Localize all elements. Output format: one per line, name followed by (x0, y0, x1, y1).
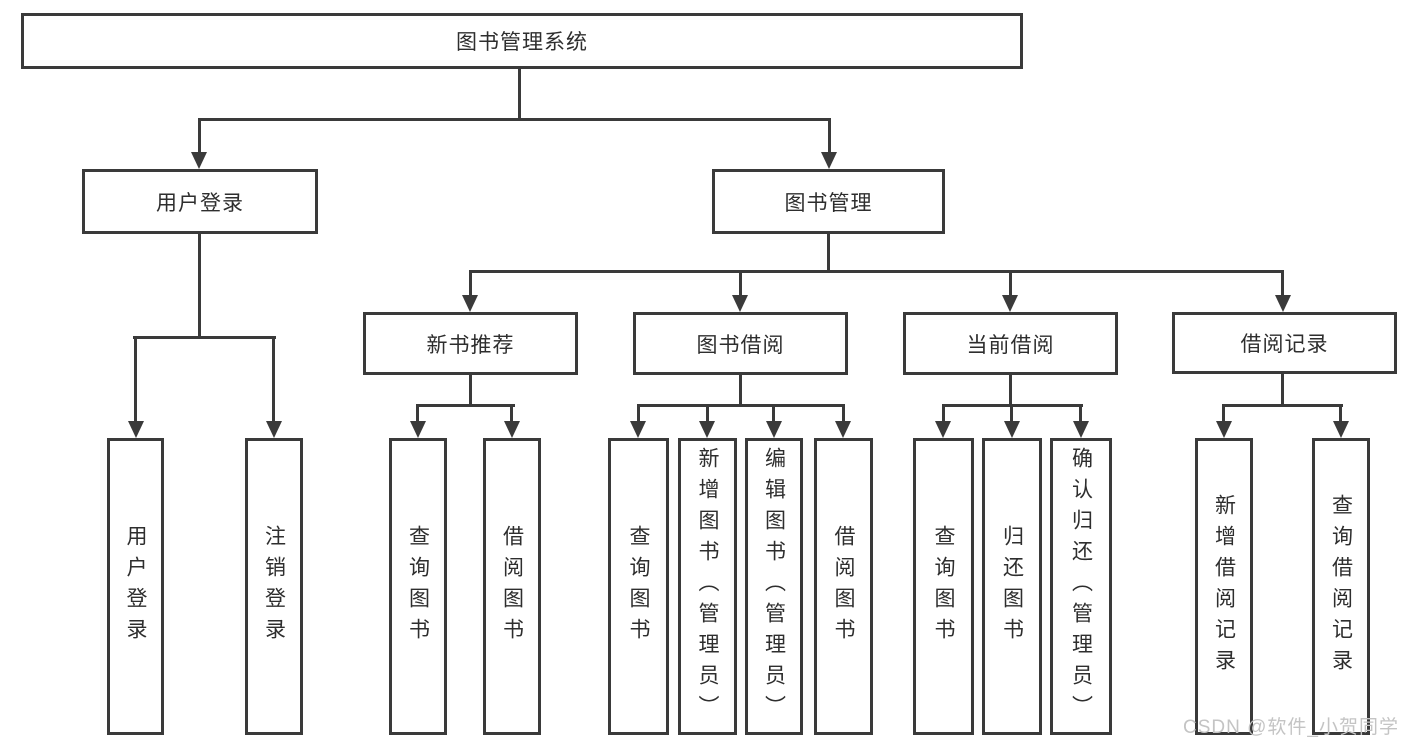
leaf-query-book-3-label: 查询图书 (932, 524, 955, 649)
leaf-confirm-return-admin: 确认归还（管理员） (1050, 438, 1112, 735)
node-borrow-record-label: 借阅记录 (1240, 333, 1329, 356)
connector-line (739, 270, 742, 297)
connector-line (828, 118, 831, 154)
connector-line (198, 118, 831, 121)
leaf-borrow-book-2: 借阅图书 (814, 438, 873, 735)
arrow-down-icon (821, 152, 837, 169)
connector-line (469, 374, 472, 407)
connector-line (469, 270, 1284, 273)
connector-line (510, 404, 513, 424)
leaf-query-book-2: 查询图书 (608, 438, 669, 735)
leaf-add-borrow-record: 新增借阅记录 (1195, 438, 1253, 735)
connector-line (416, 404, 419, 424)
connector-line (842, 404, 845, 424)
node-current-borrow: 当前借阅 (903, 312, 1118, 375)
node-current-borrow-label: 当前借阅 (966, 333, 1055, 357)
connector-line (416, 404, 515, 407)
connector-line (1009, 270, 1012, 297)
connector-line (198, 233, 201, 338)
arrow-down-icon (128, 421, 144, 438)
connector-line (772, 404, 775, 424)
arrow-down-icon (1073, 421, 1089, 438)
arrow-down-icon (630, 421, 646, 438)
arrow-down-icon (266, 421, 282, 438)
node-user-login-label: 用户登录 (156, 191, 244, 215)
arrow-down-icon (191, 152, 207, 169)
connector-line (518, 68, 521, 121)
arrow-down-icon (1004, 421, 1020, 438)
leaf-query-book-3: 查询图书 (913, 438, 974, 735)
leaf-add-book-admin-label: 新增图书（管理员） (696, 447, 719, 726)
connector-line (469, 270, 472, 297)
leaf-borrow-book-2-label: 借阅图书 (832, 524, 855, 649)
leaf-return-book-label: 归还图书 (1000, 524, 1024, 649)
leaf-add-borrow-record-label: 新增借阅记录 (1212, 493, 1236, 680)
leaf-user-login-label: 用户登录 (124, 524, 147, 649)
connector-line (272, 336, 275, 423)
arrow-down-icon (1333, 421, 1349, 438)
node-borrow-record: 借阅记录 (1172, 312, 1397, 374)
connector-line (1009, 374, 1012, 407)
leaf-edit-book-admin-label: 编辑图书（管理员） (762, 447, 786, 726)
connector-line (1339, 404, 1342, 424)
arrow-down-icon (504, 421, 520, 438)
connector-line (1222, 404, 1225, 424)
node-root: 图书管理系统 (21, 13, 1023, 69)
leaf-edit-book-admin: 编辑图书（管理员） (745, 438, 803, 735)
arrow-down-icon (835, 421, 851, 438)
node-user-login: 用户登录 (82, 169, 318, 234)
node-new-book-recommend-label: 新书推荐 (426, 333, 515, 357)
leaf-borrow-book-1: 借阅图书 (483, 438, 541, 735)
leaf-query-borrow-record: 查询借阅记录 (1312, 438, 1370, 735)
arrow-down-icon (410, 421, 426, 438)
arrow-down-icon (462, 295, 478, 312)
connector-line (1010, 404, 1013, 424)
arrow-down-icon (699, 421, 715, 438)
arrow-down-icon (935, 421, 951, 438)
leaf-add-book-admin: 新增图书（管理员） (678, 438, 737, 735)
connector-line (1222, 404, 1343, 407)
node-book-borrow: 图书借阅 (633, 312, 848, 375)
leaf-query-borrow-record-label: 查询借阅记录 (1329, 493, 1353, 680)
arrow-down-icon (1002, 295, 1018, 312)
leaf-query-book-2-label: 查询图书 (627, 524, 650, 649)
connector-line (942, 404, 945, 424)
node-book-management-label: 图书管理 (784, 191, 873, 215)
leaf-borrow-book-1-label: 借阅图书 (500, 524, 524, 649)
node-book-management: 图书管理 (712, 169, 945, 234)
arrow-down-icon (1275, 295, 1291, 312)
connector-line (706, 404, 709, 424)
leaf-return-book: 归还图书 (982, 438, 1042, 735)
connector-line (637, 404, 640, 424)
connector-line (637, 404, 845, 407)
csdn-watermark: CSDN @软件_小贺同学 (1183, 717, 1399, 738)
connector-line (739, 374, 742, 407)
arrow-down-icon (1216, 421, 1232, 438)
arrow-down-icon (732, 295, 748, 312)
connector-line (1281, 270, 1284, 297)
leaf-query-book-1-label: 查询图书 (406, 524, 430, 649)
leaf-logout-label: 注销登录 (262, 524, 286, 649)
connector-line (133, 336, 276, 339)
arrow-down-icon (766, 421, 782, 438)
leaf-logout: 注销登录 (245, 438, 303, 735)
connector-line (827, 234, 830, 273)
leaf-user-login: 用户登录 (107, 438, 164, 735)
connector-line (198, 118, 201, 154)
node-new-book-recommend: 新书推荐 (363, 312, 578, 375)
leaf-query-book-1: 查询图书 (389, 438, 447, 735)
leaf-confirm-return-admin-label: 确认归还（管理员） (1069, 447, 1093, 726)
node-book-borrow-label: 图书借阅 (696, 333, 785, 357)
connector-line (1281, 373, 1284, 407)
node-root-label: 图书管理系统 (456, 31, 588, 54)
connector-line (1079, 404, 1082, 424)
connector-line (134, 336, 137, 423)
